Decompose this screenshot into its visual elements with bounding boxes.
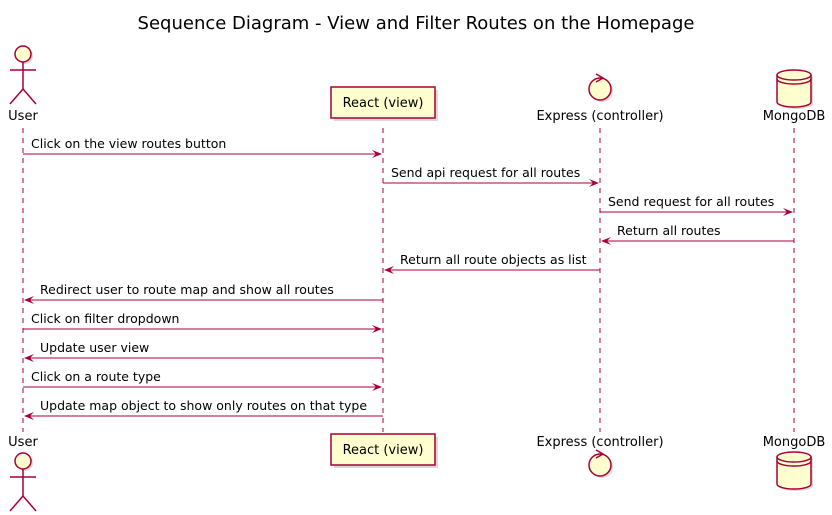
message-label: Update map object to show only routes on… xyxy=(40,398,367,413)
participant-label-express: Express (controller) xyxy=(536,435,663,450)
control-icon xyxy=(588,449,613,478)
diagram-title: Sequence Diagram - View and Filter Route… xyxy=(138,13,695,34)
arrowhead-icon xyxy=(372,150,382,158)
control-icon xyxy=(588,73,613,102)
message-5: Return all route objects as list xyxy=(384,252,600,274)
database-icon xyxy=(776,451,813,491)
message-9: Click on a route type xyxy=(23,369,382,391)
participant-label-react: React (view) xyxy=(343,443,424,458)
message-label: Return all route objects as list xyxy=(400,252,587,267)
message-label: Click on the view routes button xyxy=(31,136,226,151)
arrowhead-icon xyxy=(24,354,34,362)
participant-label-mongodb: MongoDB xyxy=(763,109,826,124)
participant-box xyxy=(330,433,438,468)
participant-user-top: User xyxy=(8,45,38,124)
participant-react-top: React (view) xyxy=(330,86,438,121)
lifelines xyxy=(22,128,795,432)
message-2: Send api request for all routes xyxy=(383,165,599,187)
participant-label-user: User xyxy=(8,109,38,124)
participant-user-bottom: User xyxy=(8,435,38,512)
arrowhead-icon xyxy=(372,325,382,333)
participant-mongodb-bottom: MongoDB xyxy=(763,435,826,491)
participant-express-bottom: Express (controller) xyxy=(536,435,664,478)
message-4: Return all routes xyxy=(601,223,794,245)
message-10: Update map object to show only routes on… xyxy=(24,398,383,420)
participants-top: User React (view) Express (controller) Mong… xyxy=(8,45,826,124)
message-1: Click on the view routes button xyxy=(23,136,382,158)
database-icon xyxy=(776,69,813,109)
message-label: Update user view xyxy=(40,340,149,355)
participant-label-user: User xyxy=(8,435,38,450)
message-label: Click on a route type xyxy=(31,369,161,384)
participant-mongodb-top: MongoDB xyxy=(763,69,826,124)
arrowhead-icon xyxy=(384,266,394,274)
arrowhead-icon xyxy=(24,296,34,304)
participant-label-express: Express (controller) xyxy=(536,109,663,124)
arrowhead-icon xyxy=(783,208,793,216)
message-7: Click on filter dropdown xyxy=(23,311,382,333)
arrowhead-icon xyxy=(372,383,382,391)
arrowhead-icon xyxy=(601,237,611,245)
participant-label-react: React (view) xyxy=(343,96,424,111)
participant-label-mongodb: MongoDB xyxy=(763,435,826,450)
actor-icon xyxy=(9,452,37,512)
message-label: Send api request for all routes xyxy=(391,165,580,180)
participant-react-bottom: React (view) xyxy=(330,433,438,468)
message-label: Redirect user to route map and show all … xyxy=(40,282,334,297)
participant-express-top: Express (controller) xyxy=(536,73,664,124)
message-label: Click on filter dropdown xyxy=(31,311,179,326)
participant-box xyxy=(330,86,438,121)
arrowhead-icon xyxy=(24,412,34,420)
actor-icon xyxy=(9,45,37,105)
arrowhead-icon xyxy=(589,179,599,187)
message-3: Send request for all routes xyxy=(600,194,793,216)
message-label: Send request for all routes xyxy=(608,194,774,209)
message-8: Update user view xyxy=(24,340,383,362)
message-label: Return all routes xyxy=(617,223,721,238)
message-6: Redirect user to route map and show all … xyxy=(24,282,383,304)
